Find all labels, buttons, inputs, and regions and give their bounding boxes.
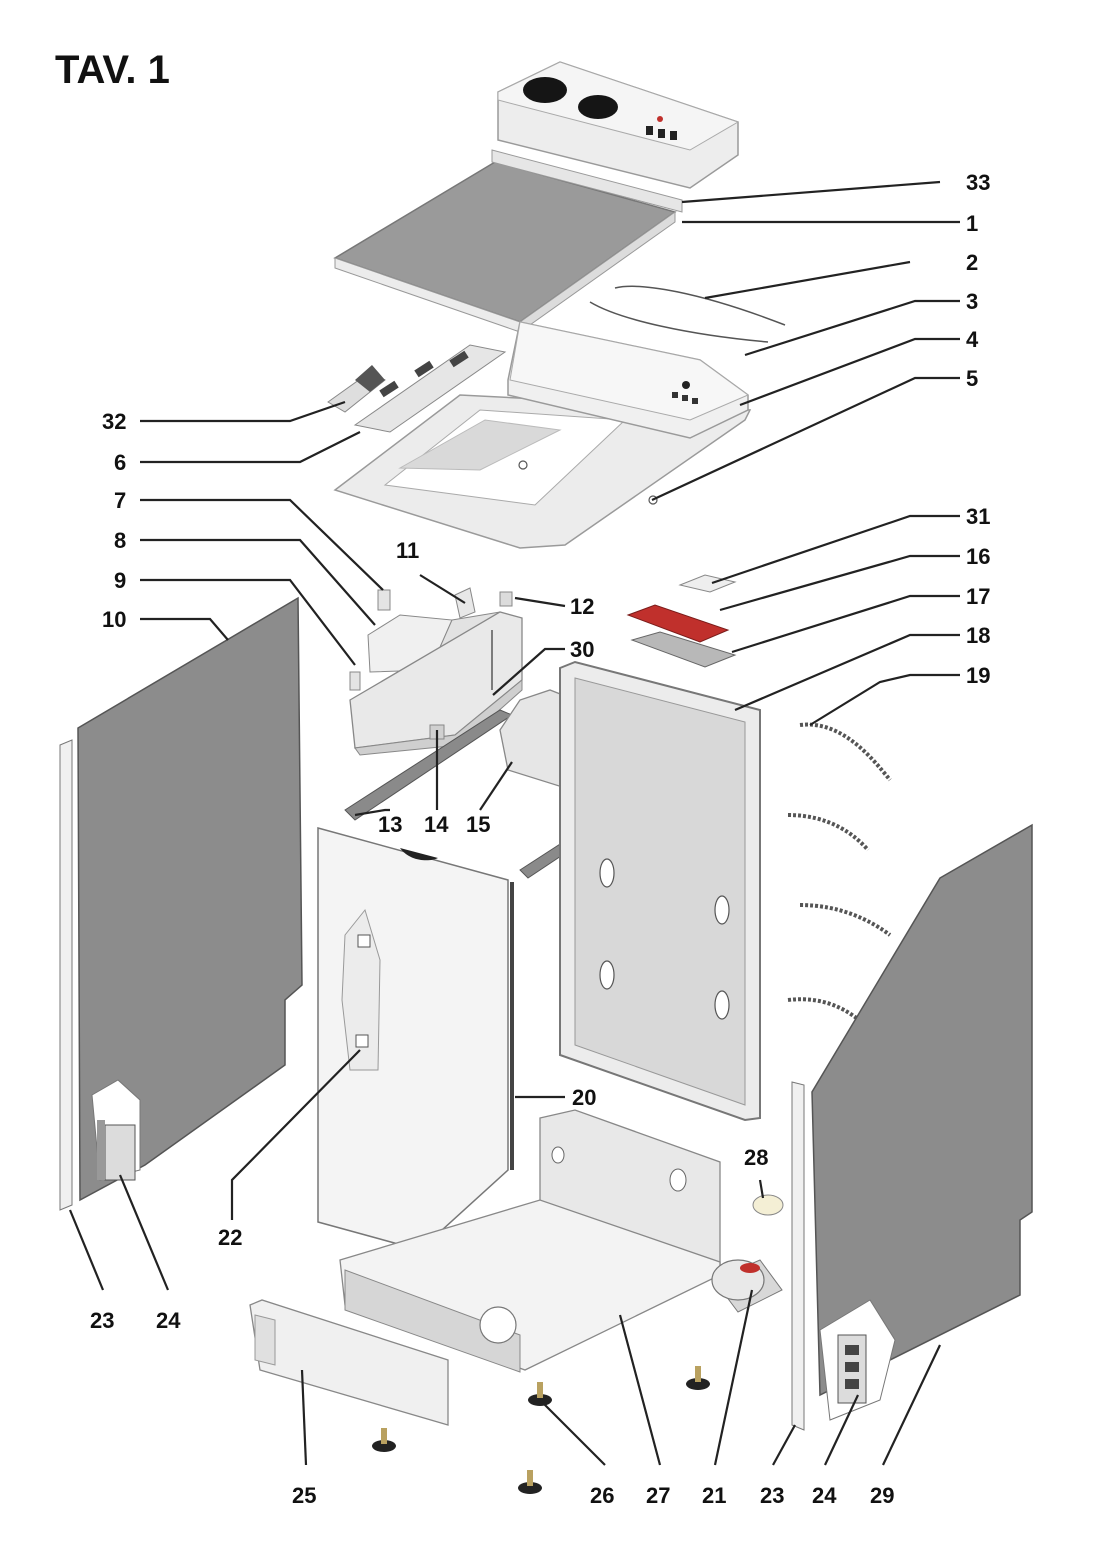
- callout-label: 23: [760, 1483, 784, 1508]
- callout-label: 4: [966, 327, 979, 352]
- callout-label: 15: [466, 812, 490, 837]
- part-dispenser-assembly: [349, 587, 523, 756]
- callout-label: 31: [966, 504, 990, 529]
- diagram-title: TAV. 1: [55, 48, 170, 92]
- callout-label: 1: [966, 211, 978, 236]
- callout-label: 21: [702, 1483, 726, 1508]
- callout-label: 20: [572, 1085, 596, 1110]
- callout-label: 24: [156, 1308, 181, 1333]
- callout-label: 25: [292, 1483, 316, 1508]
- callout-label: 18: [966, 623, 990, 648]
- part-left-side-panel: [59, 596, 303, 1211]
- parts-drawing: [59, 61, 1033, 1494]
- part-hoses: [787, 722, 892, 1032]
- callout-label: 16: [966, 544, 990, 569]
- part-base-frame: [339, 1109, 721, 1373]
- callout-label: 10: [102, 607, 126, 632]
- callout-label: 13: [378, 812, 402, 837]
- callout-label: 3: [966, 289, 978, 314]
- callout-label: 8: [114, 528, 126, 553]
- callout-label: 28: [744, 1145, 768, 1170]
- callout-label: 22: [218, 1225, 242, 1250]
- part-top-lid: [333, 61, 740, 333]
- callout-label: 7: [114, 488, 126, 513]
- part-right-side-panel: [791, 823, 1033, 1431]
- callout-label: 23: [90, 1308, 114, 1333]
- callout-label: 24: [812, 1483, 837, 1508]
- callout-label: 17: [966, 584, 990, 609]
- callout-label: 14: [424, 812, 449, 837]
- callout-label: 5: [966, 366, 978, 391]
- callout-label: 19: [966, 663, 990, 688]
- part-latch: [626, 574, 737, 668]
- callout-label: 6: [114, 450, 126, 475]
- part-rear-panel: [559, 660, 761, 1122]
- callout-label: 9: [114, 568, 126, 593]
- callout-label: 32: [102, 409, 126, 434]
- part-feet: [372, 1366, 710, 1494]
- part-upper-frame: [333, 321, 752, 549]
- callout-labels: 33 1 2 3 4 5 32 6 7 31 8 11 16 9 12 17 1…: [90, 170, 990, 1508]
- part-components: [711, 1194, 784, 1313]
- callout-label: 30: [570, 637, 594, 662]
- callout-label: 29: [870, 1483, 894, 1508]
- part-kick-plate: [249, 1299, 449, 1426]
- leader-lines: [68, 180, 960, 1466]
- part-seal-strips: [589, 285, 786, 343]
- callout-label: 11: [396, 538, 419, 563]
- callout-label: 26: [590, 1483, 614, 1508]
- callout-label: 2: [966, 250, 978, 275]
- part-front-door: [317, 827, 514, 1251]
- callout-label: 33: [966, 170, 990, 195]
- callout-label: 12: [570, 594, 594, 619]
- callout-label: 27: [646, 1483, 670, 1508]
